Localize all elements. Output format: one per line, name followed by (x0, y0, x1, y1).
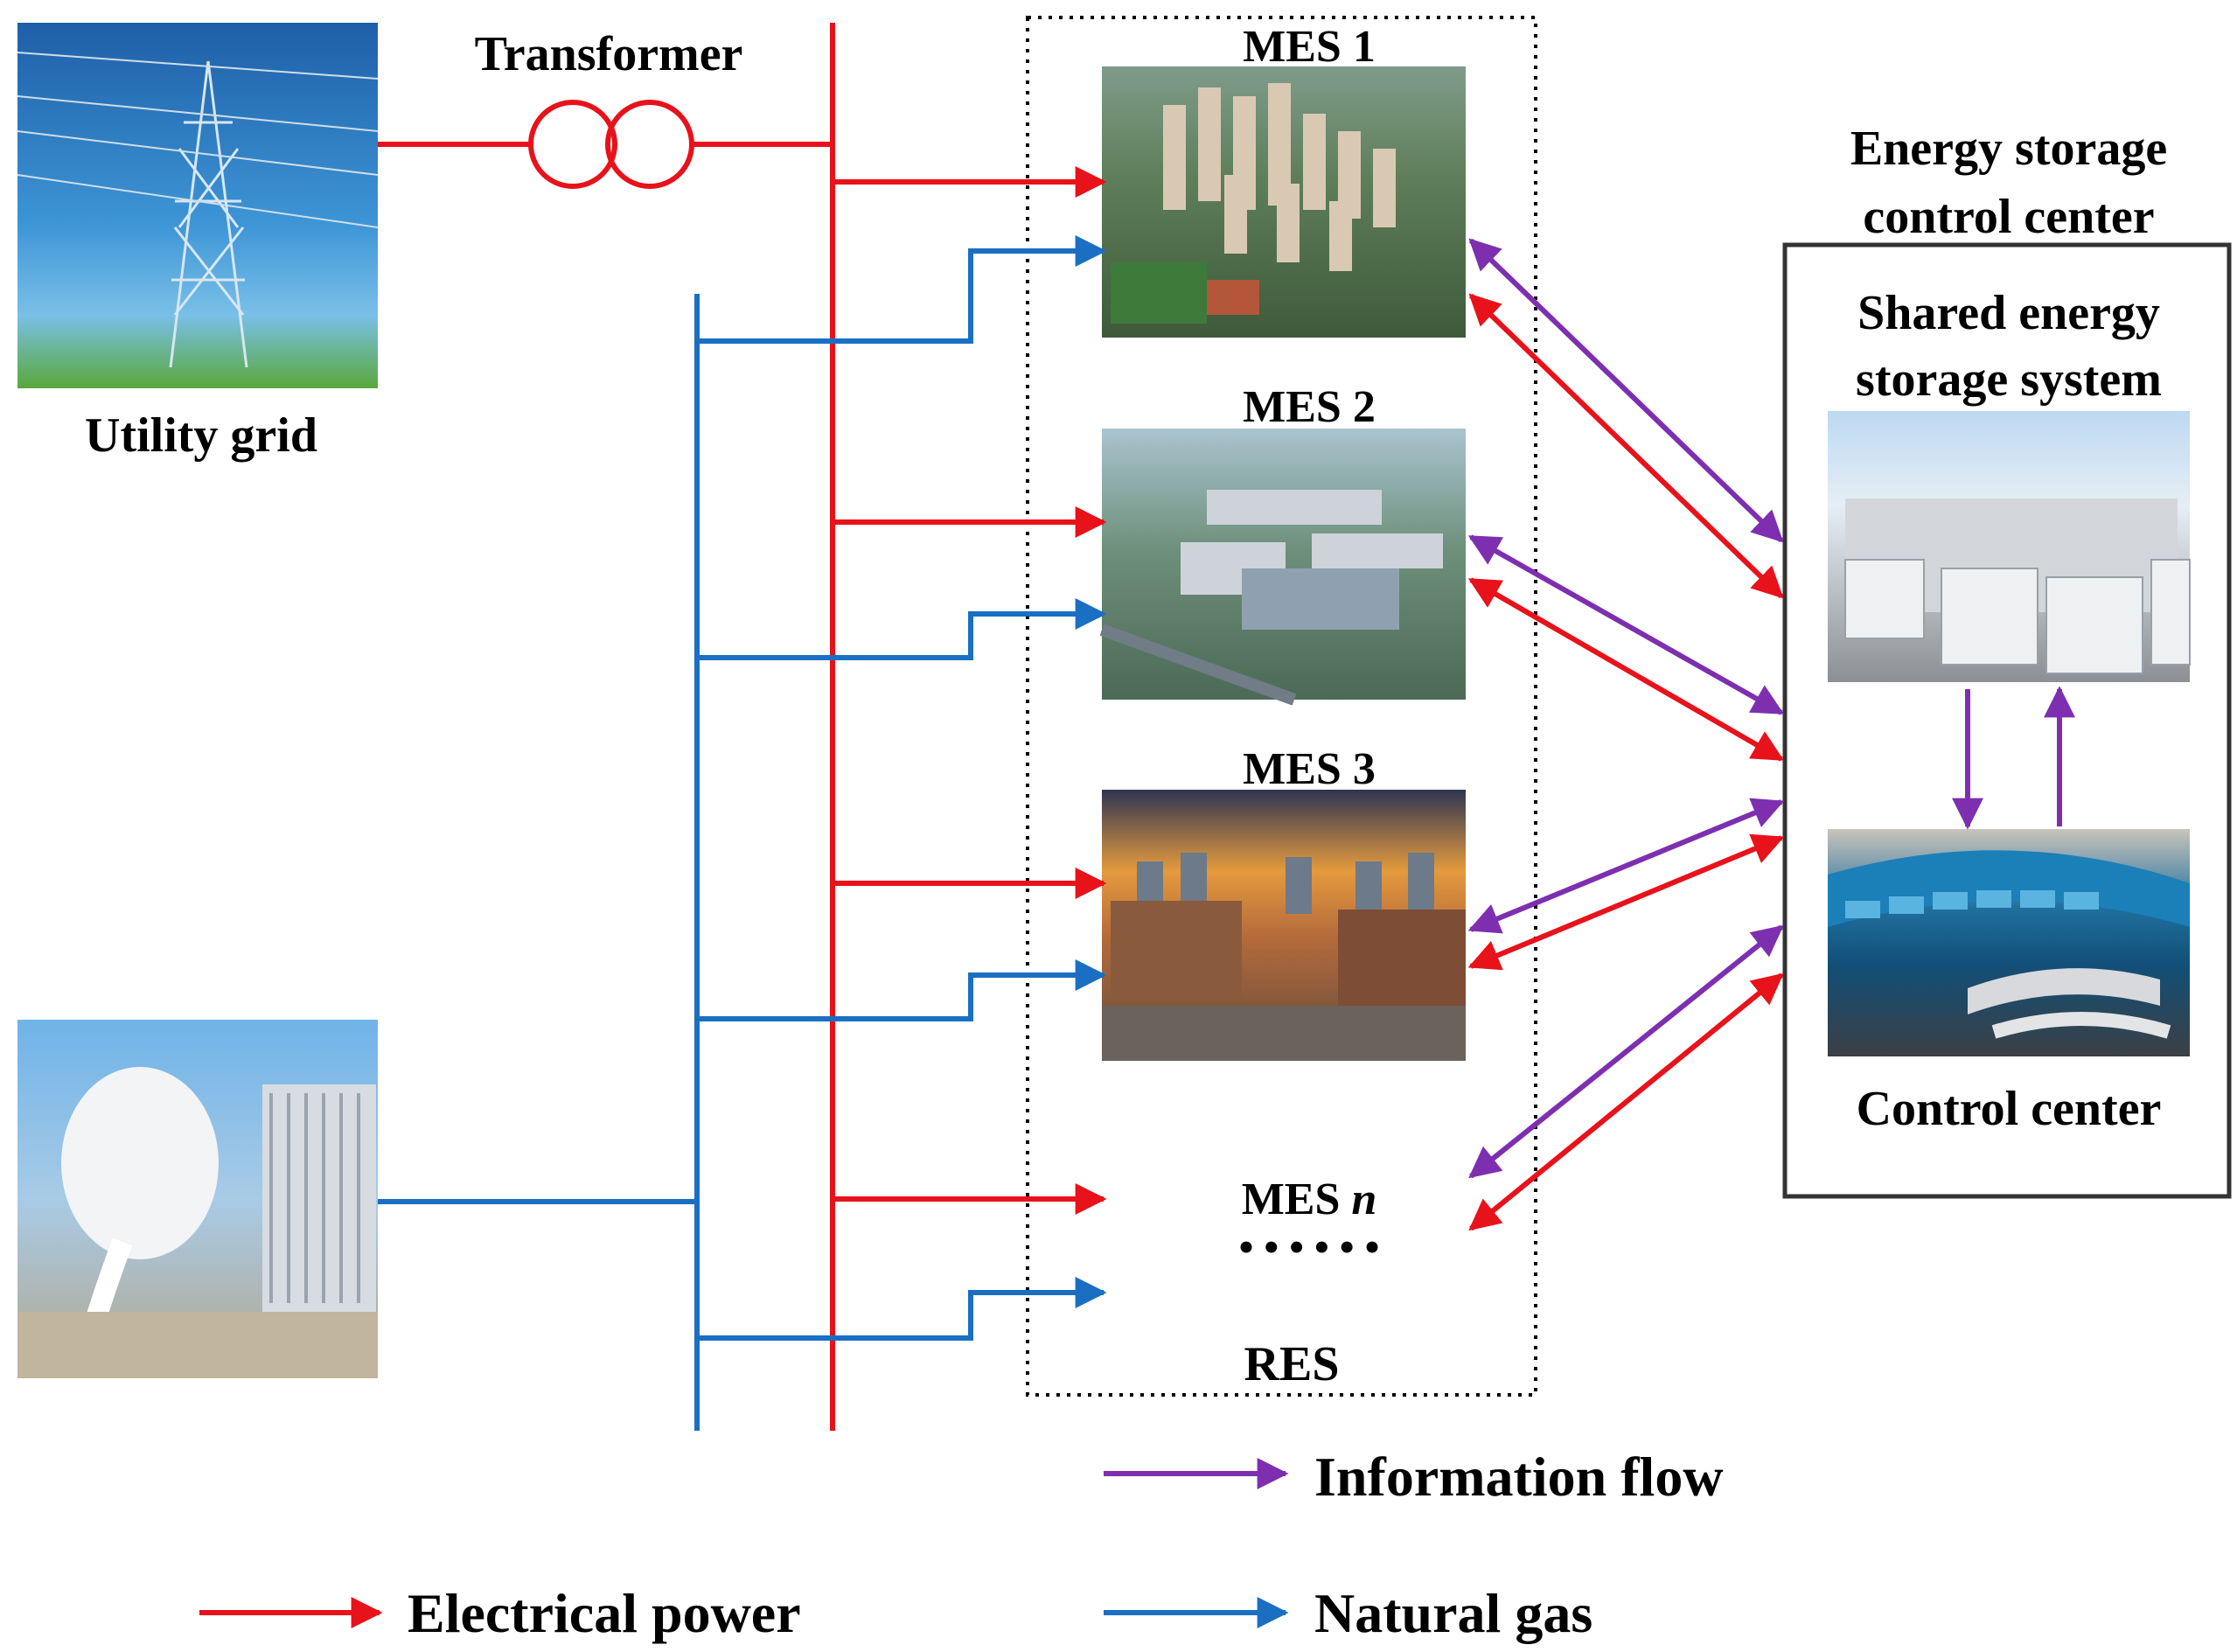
mesn-label-italic: n (1351, 1175, 1376, 1224)
transformer-coil-right (605, 100, 694, 189)
info-arrow-mes3 (1467, 798, 1785, 934)
legend-power-label: Electrical power (408, 1582, 801, 1644)
mes1-photo (1102, 66, 1466, 338)
mes-ellipsis: • • • • • • (1239, 1224, 1380, 1271)
gas-network (378, 235, 1107, 1431)
shared-storage-line1: Shared energy (1857, 286, 2160, 340)
mes2-label: MES 2 (1243, 382, 1376, 432)
gas-arrow-mes3 (697, 959, 1107, 1021)
legend-info-label: Information flow (1314, 1446, 1724, 1508)
exchange-arrows (1467, 238, 2075, 1231)
mesn-label: MES n (1242, 1175, 1377, 1224)
ess-title-line1: Energy storage (1850, 122, 2167, 176)
power-exchange-mes1 (1468, 293, 1784, 599)
info-arrow-mes2 (1467, 534, 1785, 715)
utility-grid-photo (17, 23, 379, 388)
gas-station-photo (17, 1020, 378, 1382)
mes1-label: MES 1 (1243, 22, 1376, 72)
power-exchange-mes3 (1467, 833, 1785, 971)
mes2-photo (1099, 429, 1466, 706)
control-center-photo (1828, 829, 2190, 1056)
mesn-label-prefix: MES (1242, 1175, 1352, 1224)
legend-lines (199, 1458, 1289, 1628)
gas-arrow-mesn (697, 1277, 1107, 1341)
gas-arrow-mes1 (697, 235, 1107, 344)
ess-title-line2: control center (1863, 190, 2154, 244)
transformer-label: Transformer (475, 27, 743, 81)
gas-arrow-mes2 (697, 598, 1107, 660)
info-arrow-mes1 (1468, 238, 1784, 543)
power-exchange-mesn (1468, 972, 1784, 1231)
power-exchange-mes2 (1467, 577, 1785, 762)
utility-grid-label: Utility grid (85, 408, 317, 463)
ess-control-center-frame (1782, 242, 2232, 1199)
mes3-label: MES 3 (1243, 744, 1376, 794)
info-arrow-mesn (1468, 924, 1784, 1179)
mes3-photo (1102, 790, 1466, 1061)
shared-storage-photo (1828, 411, 2191, 682)
transformer-coil-left (528, 100, 617, 189)
shared-storage-line2: storage system (1856, 352, 2162, 407)
legend-gas-label: Natural gas (1314, 1582, 1592, 1644)
res-label: RES (1244, 1337, 1340, 1391)
control-center-label: Control center (1857, 1082, 2162, 1136)
electrical-network (378, 23, 1107, 1431)
